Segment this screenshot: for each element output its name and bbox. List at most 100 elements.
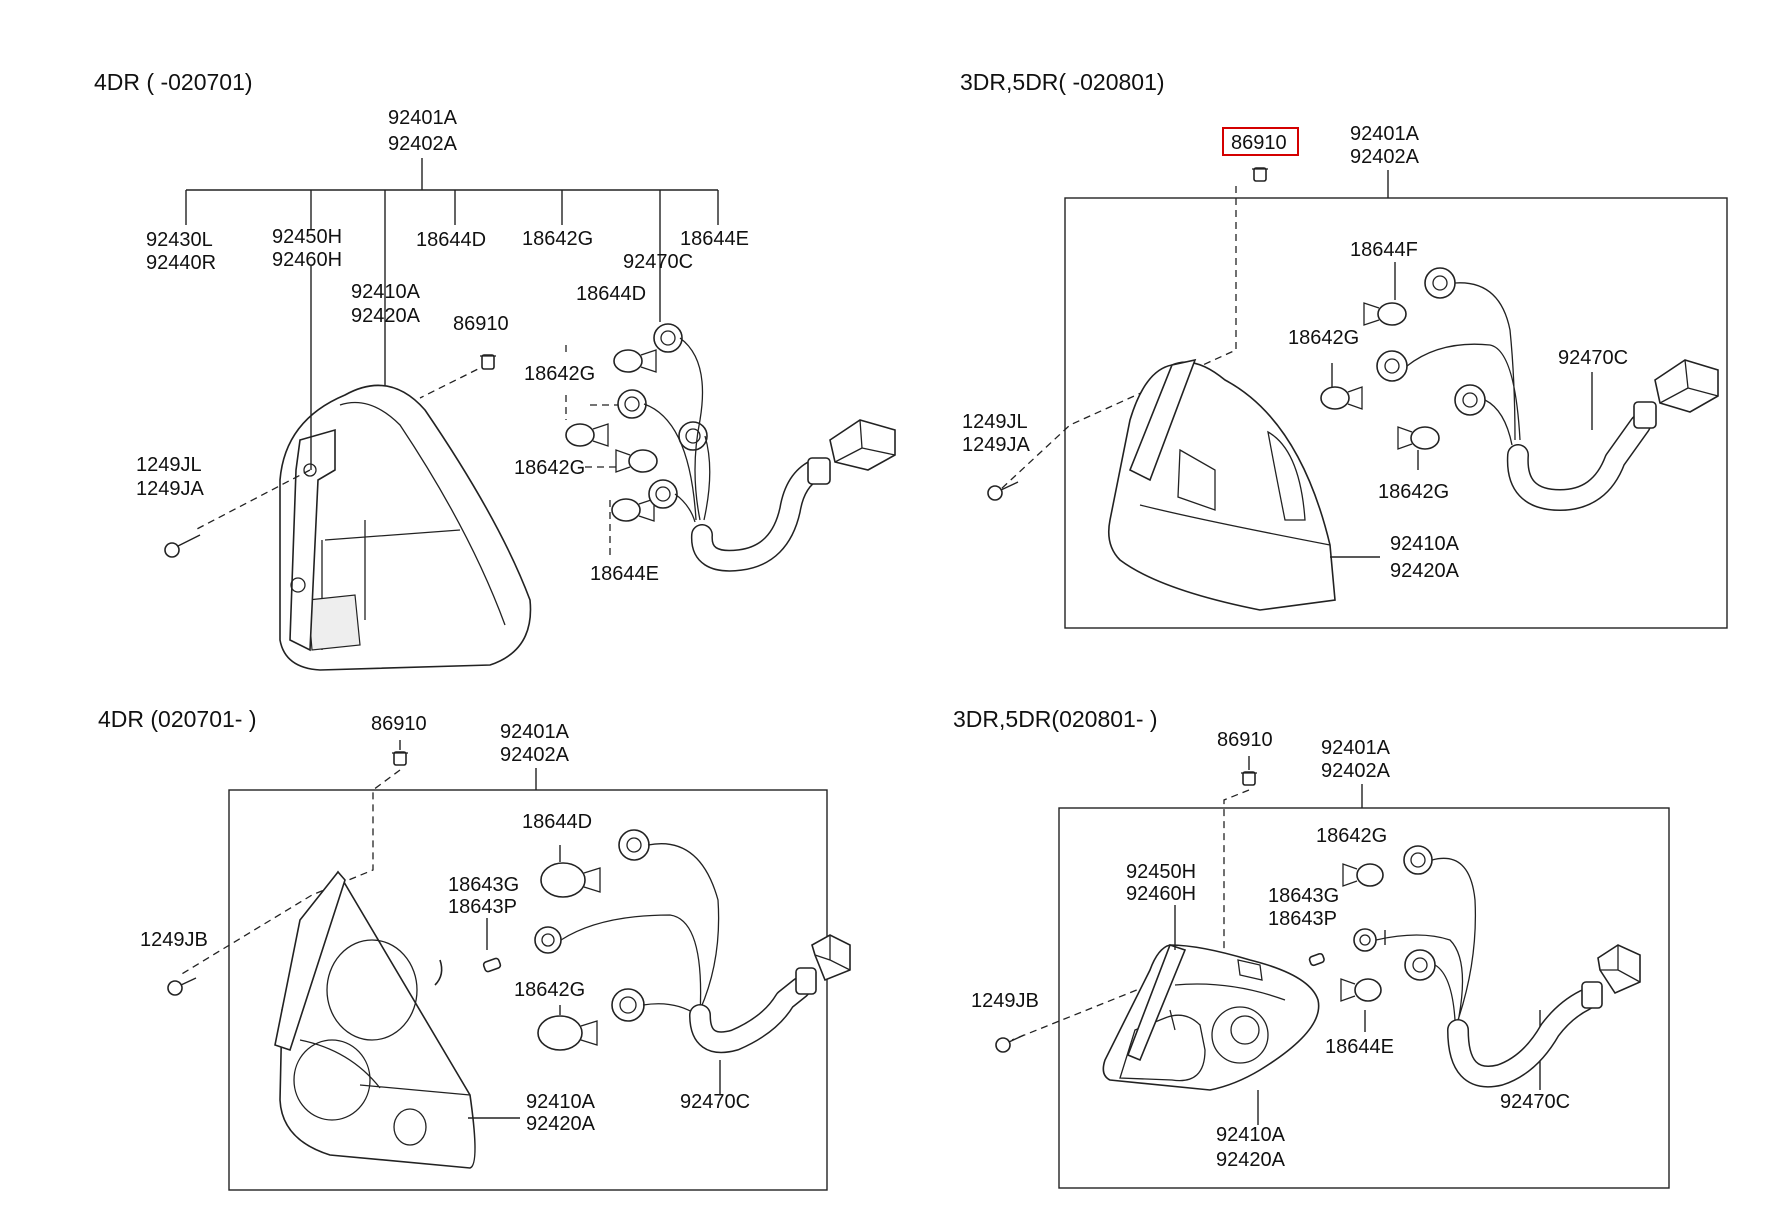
- part-label[interactable]: 92402A: [388, 133, 458, 155]
- part-label[interactable]: 92420A: [1216, 1149, 1286, 1171]
- socket-icon[interactable]: [1454, 384, 1486, 416]
- part-label[interactable]: 18642G: [524, 363, 595, 385]
- wiring-harness[interactable]: [560, 843, 851, 1054]
- socket-icon[interactable]: [1403, 845, 1433, 875]
- part-label[interactable]: 1249JA: [136, 478, 204, 500]
- bulb-icon[interactable]: [1320, 386, 1363, 410]
- part-label[interactable]: 92410A: [1390, 533, 1460, 555]
- wiring-harness[interactable]: [1406, 282, 1719, 511]
- leader-line: [468, 845, 721, 1119]
- socket-icon[interactable]: [1376, 350, 1408, 382]
- part-label[interactable]: 92402A: [1350, 146, 1420, 168]
- part-label[interactable]: 92450H: [1126, 861, 1196, 883]
- bulb-icon[interactable]: [1363, 302, 1407, 326]
- part-label[interactable]: 92410A: [351, 281, 421, 303]
- highlight-box: [1222, 127, 1299, 156]
- part-label[interactable]: 18642G: [522, 228, 593, 250]
- clip-86910[interactable]: [480, 354, 496, 370]
- part-label[interactable]: 1249JB: [971, 990, 1039, 1012]
- part-label[interactable]: 92401A: [1350, 123, 1420, 145]
- wiring-harness[interactable]: [1375, 857, 1641, 1088]
- part-label[interactable]: 18643G: [448, 874, 519, 896]
- part-label[interactable]: 18644D: [576, 283, 646, 305]
- clip-86910[interactable]: [1252, 167, 1268, 182]
- part-label[interactable]: 18644E: [1325, 1036, 1394, 1058]
- part-label[interactable]: 92430L: [146, 229, 213, 251]
- bulb-icon[interactable]: [565, 423, 609, 447]
- socket-icon[interactable]: [611, 988, 645, 1022]
- part-label[interactable]: 18643G: [1268, 885, 1339, 907]
- part-label[interactable]: 18643P: [448, 896, 517, 918]
- wedge-bulb-icon[interactable]: [1308, 952, 1325, 967]
- part-label[interactable]: 92470C: [1558, 347, 1628, 369]
- bulb-icon[interactable]: [615, 449, 658, 473]
- part-label[interactable]: 92401A: [388, 107, 458, 129]
- part-label[interactable]: 92420A: [1390, 560, 1460, 582]
- bulb-icon[interactable]: [1397, 426, 1440, 450]
- part-label[interactable]: 18643P: [1268, 908, 1337, 930]
- part-label[interactable]: 86910: [453, 313, 509, 335]
- part-label[interactable]: 92470C: [680, 1091, 750, 1113]
- part-label[interactable]: 92401A: [500, 721, 570, 743]
- part-label[interactable]: 92402A: [500, 744, 570, 766]
- part-label[interactable]: 92470C: [623, 251, 693, 273]
- wiring-harness[interactable]: [643, 337, 896, 572]
- part-label[interactable]: 18642G: [514, 457, 585, 479]
- bulb-icon[interactable]: [540, 862, 601, 898]
- part-label-highlighted[interactable]: 86910: [1231, 132, 1287, 154]
- socket-icon[interactable]: [653, 323, 683, 353]
- part-label[interactable]: 1249JB: [140, 929, 208, 951]
- part-label[interactable]: 86910: [371, 713, 427, 735]
- tail-lamp-housing[interactable]: [1102, 943, 1320, 1091]
- part-label[interactable]: 18644E: [590, 563, 659, 585]
- part-label[interactable]: 18644F: [1350, 239, 1418, 261]
- clip-86910[interactable]: [1241, 771, 1257, 786]
- part-label[interactable]: 18642G: [1378, 481, 1449, 503]
- screw-1249jb[interactable]: [995, 1034, 1025, 1053]
- bulb-icon[interactable]: [611, 498, 655, 522]
- part-label[interactable]: 1249JL: [962, 411, 1028, 433]
- part-label[interactable]: 18644D: [522, 811, 592, 833]
- part-label[interactable]: 92470C: [1500, 1091, 1570, 1113]
- part-label[interactable]: 18644D: [416, 229, 486, 251]
- socket-icon[interactable]: [1353, 928, 1377, 952]
- tail-lamp-housing[interactable]: [1107, 358, 1336, 611]
- bulb-icon[interactable]: [1340, 978, 1382, 1002]
- clip-86910[interactable]: [392, 751, 408, 766]
- part-label[interactable]: 18642G: [1316, 825, 1387, 847]
- section-title: 3DR,5DR(020801- ): [953, 706, 1158, 732]
- socket-icon[interactable]: [618, 829, 650, 861]
- part-label[interactable]: 92440R: [146, 252, 216, 274]
- part-label[interactable]: 18642G: [1288, 327, 1359, 349]
- part-label[interactable]: 92460H: [272, 249, 342, 271]
- bulb-icon[interactable]: [537, 1015, 598, 1051]
- socket-icon[interactable]: [1404, 949, 1436, 981]
- part-label[interactable]: 92402A: [1321, 760, 1391, 782]
- part-label[interactable]: 92410A: [526, 1091, 596, 1113]
- part-label[interactable]: 1249JL: [136, 454, 202, 476]
- tail-lamp-housing[interactable]: [279, 384, 532, 671]
- wedge-bulb-icon[interactable]: [482, 957, 502, 973]
- part-label[interactable]: 18642G: [514, 979, 585, 1001]
- tail-lamp-housing[interactable]: [274, 870, 476, 1169]
- screw-1249jl[interactable]: [164, 534, 201, 558]
- socket-icon[interactable]: [617, 389, 647, 419]
- part-label[interactable]: 92401A: [1321, 737, 1391, 759]
- part-label[interactable]: 92460H: [1126, 883, 1196, 905]
- part-label[interactable]: 92420A: [526, 1113, 596, 1135]
- part-label[interactable]: 92420A: [351, 305, 421, 327]
- socket-icon[interactable]: [648, 479, 678, 509]
- screw-1249jb[interactable]: [167, 977, 197, 996]
- socket-icon[interactable]: [678, 421, 708, 451]
- part-label[interactable]: 92410A: [1216, 1124, 1286, 1146]
- socket-icon[interactable]: [1424, 267, 1456, 299]
- bulb-icon[interactable]: [613, 349, 657, 373]
- socket-icon[interactable]: [534, 926, 562, 954]
- screw-1249jl[interactable]: [987, 481, 1019, 501]
- bulb-icon[interactable]: [1342, 863, 1384, 887]
- part-label[interactable]: 92450H: [272, 226, 342, 248]
- part-label[interactable]: 18644E: [680, 228, 749, 250]
- part-label[interactable]: 1249JA: [962, 434, 1030, 456]
- part-label[interactable]: 86910: [1217, 729, 1273, 751]
